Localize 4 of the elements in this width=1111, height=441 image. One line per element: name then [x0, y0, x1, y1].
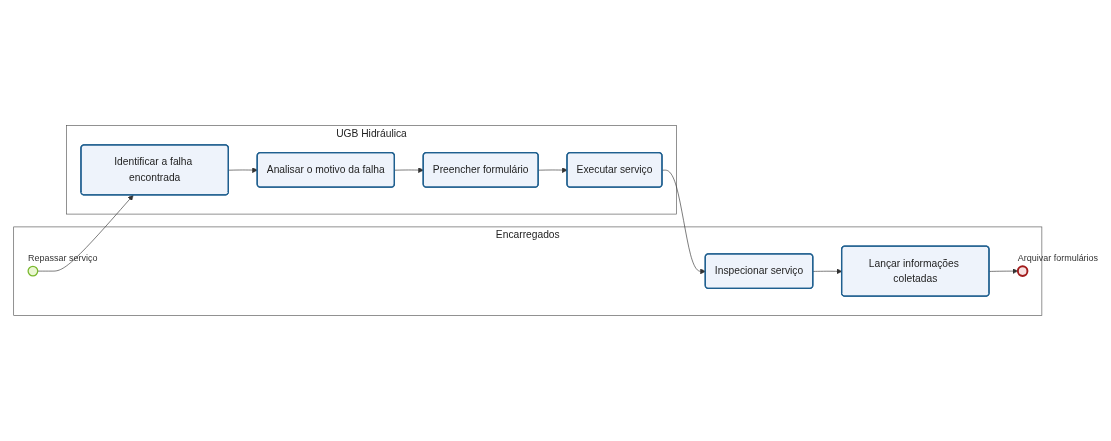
event-caption: Repassar serviço [27, 253, 97, 264]
node-circle [1016, 265, 1028, 277]
event-caption: Arquivar formulários [1017, 253, 1098, 264]
node-circle [26, 265, 38, 277]
